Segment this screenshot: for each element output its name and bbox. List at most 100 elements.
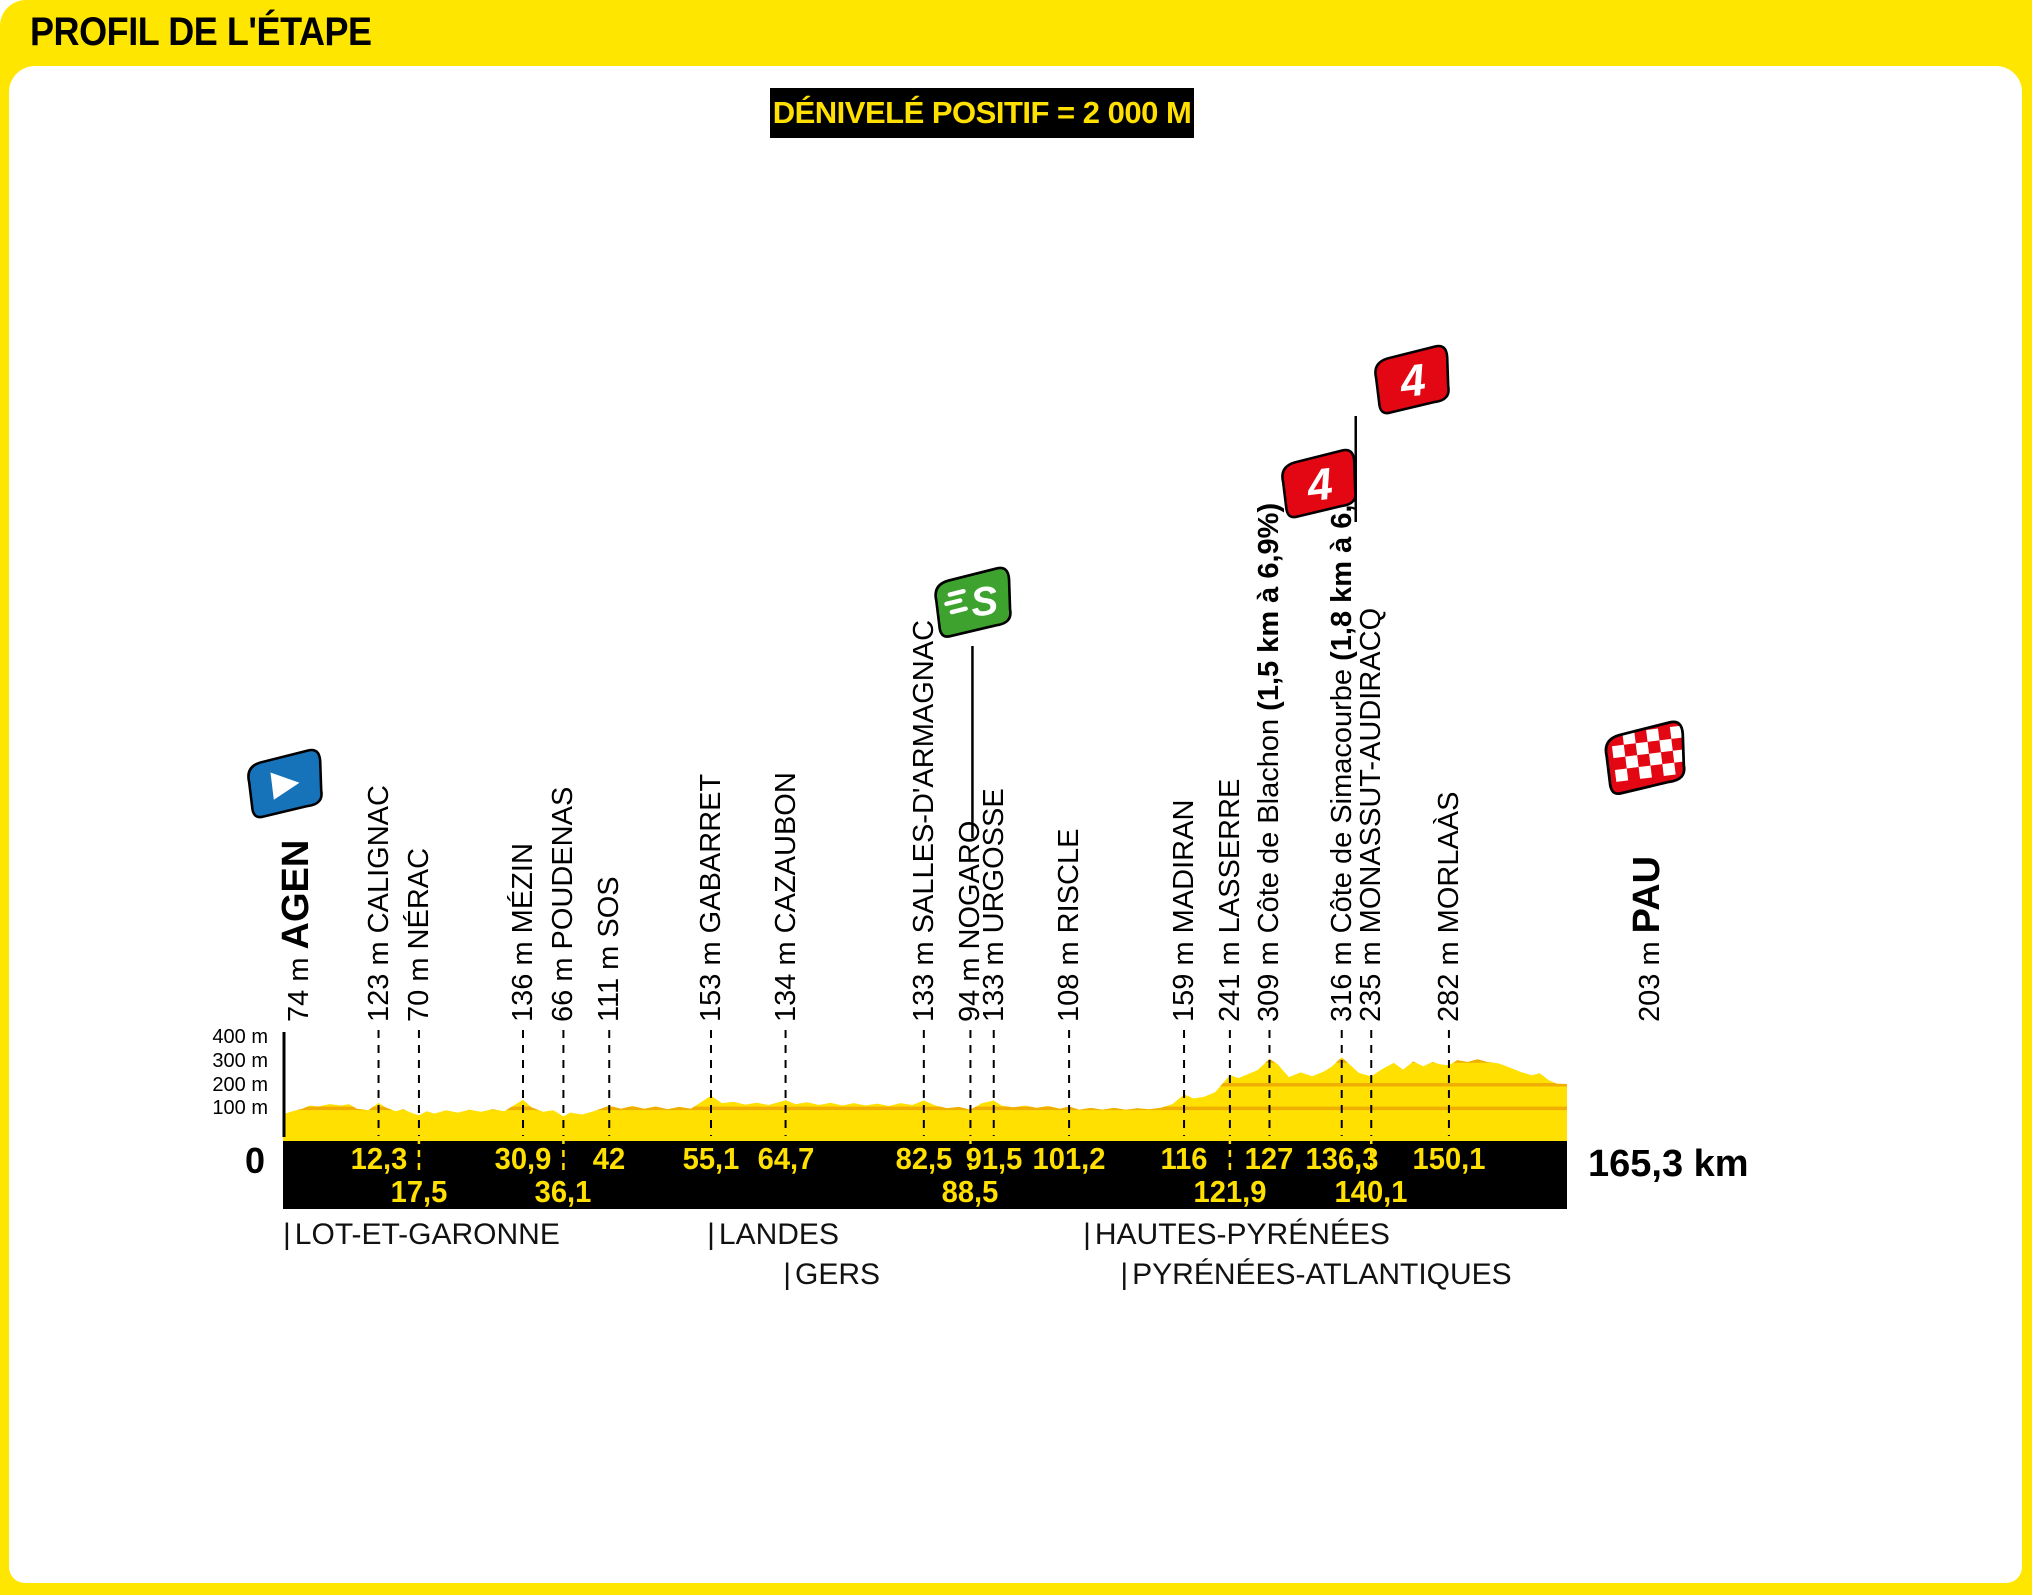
waypoint-name: LASSERRE	[1213, 778, 1246, 934]
category4-flag-icon: 4	[1368, 344, 1454, 417]
waypoint-name: Côte de Blachon	[1253, 710, 1286, 934]
waypoint-elevation: 70 m	[402, 949, 435, 1022]
waypoint-elevation: 123 m	[362, 933, 395, 1022]
elevation-gain-badge: DÉNIVELÉ POSITIF = 2 000 M	[770, 88, 1194, 138]
department-label-LANDES: |LANDES	[707, 1218, 839, 1252]
waypoint-elevation: 159 m	[1168, 933, 1201, 1022]
km-label-36,1: 36,1	[535, 1174, 592, 1209]
waypoint-name: URGOSSE	[977, 788, 1010, 934]
waypoint-elevation: 136 m	[507, 933, 540, 1022]
waypoint-elevation: 111 m	[593, 937, 626, 1022]
waypoint-name: SOS	[593, 876, 626, 938]
waypoint-label-SALLES-D'ARMAGNAC: 133 m SALLES-D'ARMAGNAC	[907, 619, 940, 1022]
waypoint-elevation: 282 m	[1432, 933, 1465, 1022]
start-flag-icon	[241, 748, 327, 821]
y-axis-label-200: 200 m	[212, 1073, 268, 1096]
climb-gradient: (1,5 km à 6,9%)	[1253, 502, 1286, 711]
waypoint-label-MORLAÀS: 282 m MORLAÀS	[1432, 791, 1465, 1023]
waypoint-label-URGOSSE: 133 m URGOSSE	[977, 788, 1010, 1022]
waypoint-label-CALIGNAC: 123 m CALIGNAC	[362, 785, 395, 1022]
page-title: PROFIL DE L'ÉTAPE	[30, 10, 372, 54]
elevation-area	[283, 1057, 1567, 1141]
waypoint-label-NÉRAC: 70 m NÉRAC	[402, 847, 435, 1022]
waypoint-label-MADIRAN: 159 m MADIRAN	[1168, 799, 1201, 1022]
waypoint-name: MONASSUT-AUDIRACQ	[1355, 607, 1388, 934]
waypoint-name: CALIGNAC	[362, 785, 395, 934]
waypoint-name: Côte de Simacourbe	[1325, 660, 1358, 934]
waypoint-elevation: 235 m	[1355, 933, 1388, 1022]
waypoint-name: MORLAÀS	[1432, 791, 1465, 934]
waypoint-elevation: 134 m	[769, 933, 802, 1022]
department-boundary-mark: |	[783, 1258, 792, 1291]
km-label-116: 116	[1160, 1141, 1208, 1176]
waypoint-elevation: 108 m	[1053, 933, 1086, 1022]
km-label-136,3: 136,3	[1305, 1141, 1379, 1176]
waypoint-label-SOS: 111 m SOS	[593, 876, 626, 1022]
waypoint-name: MÉZIN	[507, 843, 540, 934]
km-label-55,1: 55,1	[682, 1141, 740, 1176]
km-label-150,1: 150,1	[1412, 1141, 1486, 1176]
y-axis-label-100: 100 m	[212, 1097, 268, 1120]
waypoint-elevation: 133 m	[977, 933, 1010, 1022]
km-label-17,5: 17,5	[390, 1174, 448, 1209]
category4-flag-icon: 4	[1275, 448, 1361, 521]
waypoint-elevation: 133 m	[907, 933, 940, 1022]
waypoint-label-RISCLE: 108 m RISCLE	[1053, 828, 1086, 1022]
waypoint-label-POUDENAS: 66 m POUDENAS	[547, 786, 580, 1022]
waypoint-label-MÉZIN: 136 m MÉZIN	[507, 843, 540, 1022]
department-label-HAUTES-PYRÉNÉES: |HAUTES-PYRÉNÉES	[1083, 1218, 1390, 1252]
waypoint-name: RISCLE	[1053, 828, 1086, 934]
km-label-101,2: 101,2	[1032, 1141, 1106, 1176]
waypoint-name: POUDENAS	[547, 786, 580, 950]
waypoint-name: CAZAUBON	[769, 772, 802, 934]
waypoint-label-Côte de Simacourbe: 316 m Côte de Simacourbe (1,8 km à 6,4%)	[1325, 453, 1358, 1022]
y-axis-label-400: 400 m	[212, 1026, 268, 1049]
km-label-140,1: 140,1	[1334, 1174, 1408, 1209]
km-label-127: 127	[1245, 1141, 1294, 1176]
department-label-LOT-ET-GARONNE: |LOT-ET-GARONNE	[283, 1218, 560, 1252]
department-name: LOT-ET-GARONNE	[294, 1218, 560, 1251]
km-label-121,9: 121,9	[1193, 1174, 1267, 1209]
svg-text:S: S	[968, 577, 1000, 626]
waypoint-elevation: 66 m	[547, 949, 580, 1022]
sprint-flag-icon: S	[928, 566, 1016, 640]
km-bar	[283, 1135, 1567, 1209]
waypoint-name: NÉRAC	[402, 847, 435, 950]
km-label-88,5: 88,5	[942, 1174, 999, 1209]
waypoint-elevation: 153 m	[695, 933, 727, 1022]
km-label-82,5: 82,5	[895, 1141, 953, 1176]
waypoint-label-CAZAUBON: 134 m CAZAUBON	[769, 772, 802, 1022]
waypoint-label-MONASSUT-AUDIRACQ: 235 m MONASSUT-AUDIRACQ	[1355, 607, 1388, 1022]
waypoint-elevation: 241 m	[1213, 933, 1246, 1022]
total-distance-label: 165,3 km	[1588, 1143, 1749, 1185]
waypoint-elevation: 316 m	[1325, 933, 1358, 1022]
content-card	[9, 66, 2022, 1583]
waypoint-elevation: 74 m	[283, 949, 315, 1022]
waypoint-name: MADIRAN	[1168, 799, 1201, 934]
waypoint-name: SALLES-D'ARMAGNAC	[907, 619, 940, 934]
waypoint-elevation: 203 m	[1634, 933, 1666, 1022]
y-axis-label-300: 300 m	[212, 1050, 268, 1073]
waypoint-name: AGEN	[275, 839, 317, 950]
km-label-64,7: 64,7	[757, 1141, 814, 1176]
waypoint-elevation: 309 m	[1253, 933, 1286, 1022]
km-label-42: 42	[593, 1141, 626, 1176]
waypoint-name: PAU	[1626, 855, 1668, 934]
department-name: GERS	[795, 1258, 881, 1291]
km-label-30,9: 30,9	[494, 1141, 552, 1176]
waypoint-label-AGEN: 74 m AGEN	[275, 839, 317, 1022]
department-boundary-mark: |	[1083, 1218, 1091, 1251]
km-label-91,5: 91,5	[965, 1141, 1023, 1176]
department-boundary-mark: |	[707, 1218, 715, 1251]
department-boundary-mark: |	[283, 1218, 291, 1251]
department-name: LANDES	[718, 1218, 839, 1251]
department-label-PYRÉNÉES-ATLANTIQUES: |PYRÉNÉES-ATLANTIQUES	[1120, 1258, 1511, 1292]
km-start-label: 0	[244, 1140, 265, 1181]
waypoint-label-GABARRET: 153 m GABARRET	[695, 774, 727, 1022]
department-name: HAUTES-PYRÉNÉES	[1094, 1218, 1390, 1251]
department-label-GERS: |GERS	[783, 1258, 880, 1292]
department-name: PYRÉNÉES-ATLANTIQUES	[1132, 1258, 1512, 1291]
finish-flag-icon	[1598, 720, 1690, 797]
